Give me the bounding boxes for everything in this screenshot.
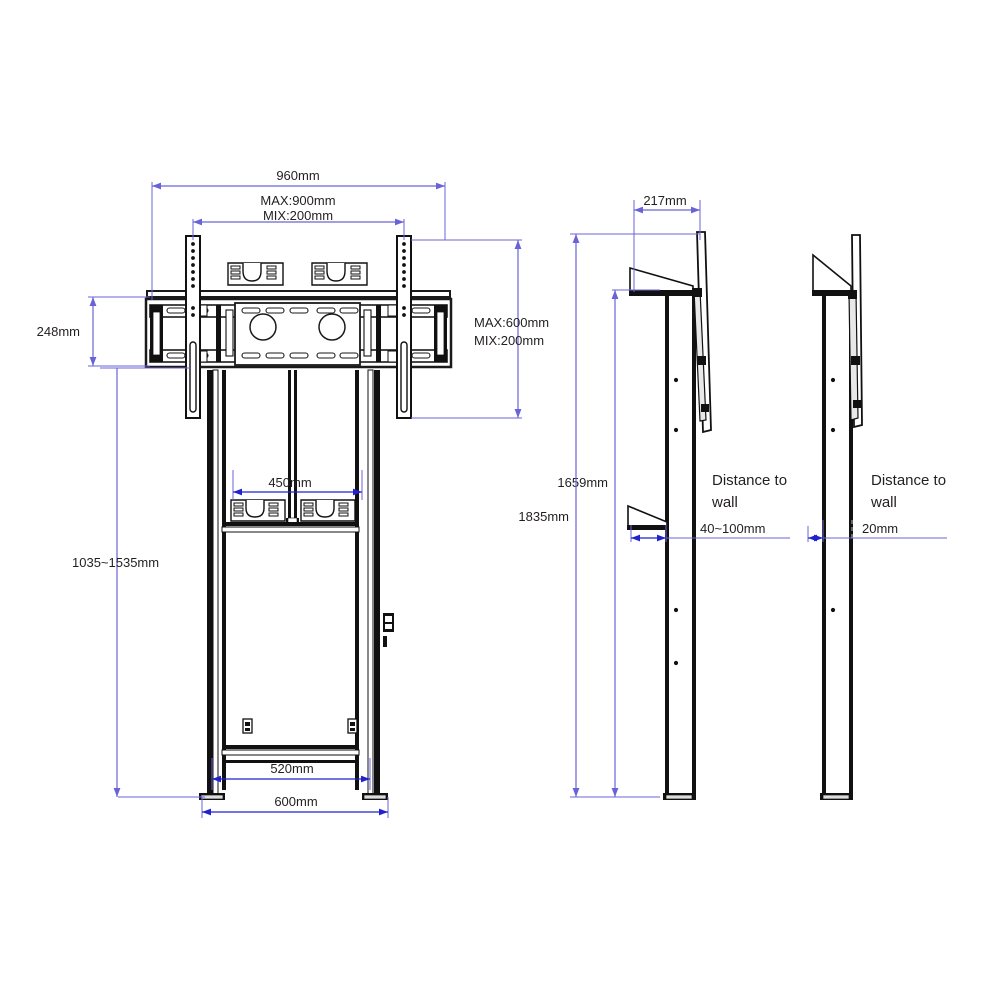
- dim-label-height-overall: 1835mm: [518, 509, 569, 524]
- front-right-post: [362, 369, 388, 800]
- side-view-tilted-dimensions: 217mm 1659mm 1835mm 40~100mm Distance to: [518, 193, 790, 798]
- front-view: [144, 235, 453, 800]
- annotation-distance-to-wall-right: Distance to wall: [870, 472, 946, 511]
- distance-to-wall-line2: wall: [711, 494, 738, 511]
- dim-vesa-height: MAX:600mm MIX:200mm: [411, 239, 549, 419]
- dim-label-depth-top: 217mm: [643, 193, 686, 208]
- side-view-flat: [812, 234, 863, 800]
- dim-label-overall-width: 960mm: [276, 168, 319, 183]
- front-cradle-left: [230, 499, 286, 522]
- dim-label-vesa-height-max: MAX:600mm: [474, 315, 549, 330]
- dim-shelf-width: 450mm: [232, 470, 363, 500]
- dim-label-foot-inner-width: 520mm: [270, 761, 313, 776]
- front-control-module: [383, 613, 394, 647]
- dim-label-bracket-height: 248mm: [37, 324, 80, 339]
- dim-label-wall-gap-flat: 20mm: [862, 521, 898, 536]
- front-vesa-arm-left: [185, 235, 201, 419]
- dim-wall-gap-tilt: 40~100mm: [630, 521, 790, 542]
- dim-depth-top: 217mm: [633, 193, 701, 292]
- front-view-dimensions: 960mm MAX:900mm MIX:200mm 248mm MAX:600m…: [37, 168, 549, 818]
- side-view-tilted: [627, 231, 712, 800]
- front-cross-members: [221, 522, 360, 763]
- side-screen-panel: [692, 231, 712, 434]
- dim-label-vesa-height-min: MIX:200mm: [474, 333, 544, 348]
- side-flat-screen-panel: [848, 234, 863, 429]
- dim-label-mount-height-range: 1035~1535mm: [72, 555, 159, 570]
- dim-label-shelf-width: 450mm: [268, 475, 311, 490]
- dim-label-vesa-width-max: MAX:900mm: [260, 193, 335, 208]
- dim-vesa-width: MAX:900mm MIX:200mm: [192, 193, 405, 240]
- side-view-flat-dimensions: 20mm Distance to wall: [807, 472, 947, 542]
- front-left-post: [199, 369, 225, 800]
- dim-mount-height-range: 1035~1535mm: [72, 367, 205, 798]
- front-cradle-right: [300, 499, 356, 522]
- dim-foot-inner-width: 520mm: [211, 758, 371, 790]
- front-inner-rails: [222, 370, 359, 790]
- dim-height-overall: 1835mm: [518, 233, 700, 798]
- dim-label-wall-gap-tilt: 40~100mm: [700, 521, 765, 536]
- dim-bracket-height: 248mm: [37, 296, 150, 367]
- distance-to-wall-line1: Distance to: [712, 472, 787, 489]
- dim-overall-width: 960mm: [151, 168, 446, 300]
- front-top-cradle-right: [311, 262, 368, 286]
- dim-foot-outer-width: 600mm: [201, 794, 389, 818]
- dim-label-height-column: 1659mm: [557, 475, 608, 490]
- front-lower-brackets: [242, 718, 358, 734]
- distance-to-wall-line1: Distance to: [871, 472, 946, 489]
- front-vesa-arm-right: [396, 235, 412, 419]
- distance-to-wall-line2: wall: [870, 494, 897, 511]
- front-top-cradle-left: [227, 262, 284, 286]
- dim-label-foot-outer-width: 600mm: [274, 794, 317, 809]
- dim-label-vesa-width-min: MIX:200mm: [263, 208, 333, 223]
- annotation-distance-to-wall-left: Distance to wall: [711, 472, 787, 511]
- dim-wall-gap-flat: 20mm: [807, 520, 947, 542]
